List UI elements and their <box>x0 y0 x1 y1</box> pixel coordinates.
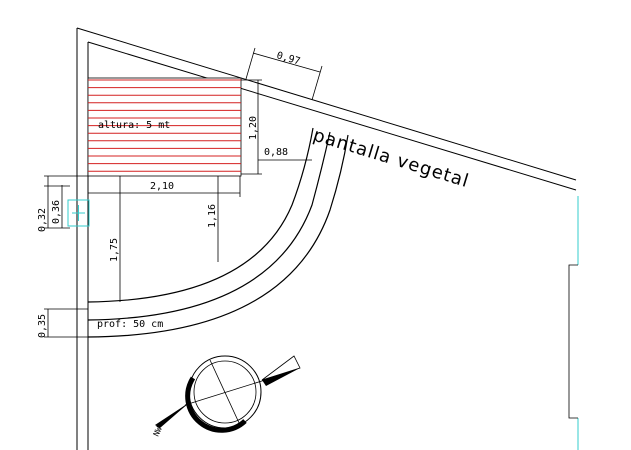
dimension-035 <box>44 308 88 338</box>
cyan-marker <box>67 199 90 227</box>
label-screen: pantalla vegetal <box>311 125 472 192</box>
hatched-wall-area <box>87 77 242 177</box>
dimension-032-036 <box>44 175 88 229</box>
dimension-120 <box>241 79 262 175</box>
dim-label-097: 0,97 <box>275 50 301 67</box>
dim-label-035: 0,35 <box>37 314 48 338</box>
right-edge-lines <box>568 196 579 450</box>
dim-label-036: 0,36 <box>51 200 62 224</box>
dimension-210 <box>88 176 241 197</box>
dim-label-120: 1,20 <box>248 116 259 140</box>
label-height: altura: 5 mt <box>98 120 170 131</box>
curved-planter <box>87 127 349 338</box>
label-depth: prof: 50 cm <box>97 319 163 330</box>
dimension-097 <box>245 47 323 101</box>
dim-label-032: 0,32 <box>37 208 48 232</box>
dim-label-116: 1,16 <box>207 204 218 228</box>
dim-label-210: 2,10 <box>150 181 174 192</box>
compass-rose <box>155 355 301 433</box>
compass-label: NW <box>152 425 164 438</box>
dim-label-175: 1,75 <box>109 238 120 262</box>
dim-label-088: 0,88 <box>264 147 288 158</box>
